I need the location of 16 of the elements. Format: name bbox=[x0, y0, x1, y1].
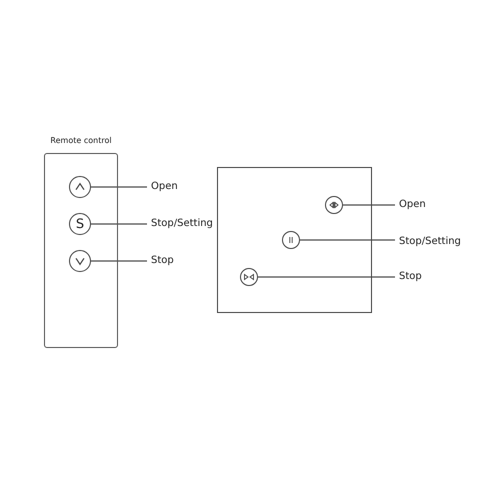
leader-line bbox=[342, 204, 396, 206]
leader-line bbox=[90, 260, 148, 262]
button-label: Open bbox=[151, 181, 191, 193]
button-label: Stop/Setting bbox=[151, 218, 221, 230]
button-label: Stop/Setting bbox=[399, 236, 474, 248]
button-label: Stop bbox=[151, 255, 191, 267]
wall-switch-panel bbox=[217, 167, 372, 313]
button-label: Open bbox=[399, 199, 439, 211]
round-button bbox=[282, 231, 300, 249]
leader-line bbox=[90, 186, 148, 188]
round-button bbox=[240, 268, 258, 286]
round-button: S bbox=[69, 213, 91, 235]
round-button bbox=[325, 196, 343, 214]
button-label: Stop bbox=[399, 271, 439, 283]
leader-line bbox=[258, 276, 396, 278]
remote-heading: Remote control bbox=[50, 136, 112, 145]
